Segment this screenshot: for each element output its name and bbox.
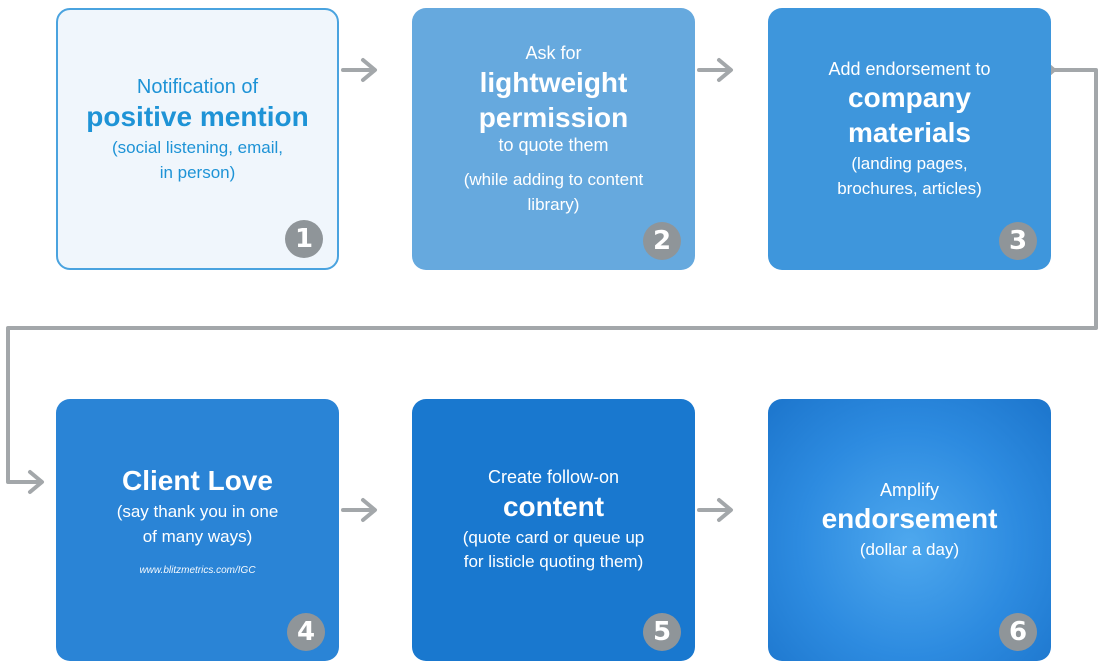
step-1-line1: Notification of xyxy=(136,76,259,99)
step-3-emphasis-1: company xyxy=(848,82,971,114)
step-1-emphasis: positive mention xyxy=(86,101,309,133)
step-5-box: Create follow-on content (quote card or … xyxy=(412,399,695,661)
connector-3-to-4 xyxy=(6,68,1098,494)
arrow-1-to-2 xyxy=(341,58,377,82)
step-3-box: Add endorsement to company materials (la… xyxy=(768,8,1051,270)
step-2-box: Ask for lightweight permission to quote … xyxy=(412,8,695,270)
step-2-emphasis-1: lightweight xyxy=(479,66,628,98)
step-6-box: Amplify endorsement (dollar a day) 6 xyxy=(768,399,1051,661)
arrow-2-to-3 xyxy=(697,58,733,82)
step-6-number-badge: 6 xyxy=(999,613,1037,651)
step-1-box: Notification of positive mention (social… xyxy=(56,8,339,270)
step-6-paren-1: (dollar a day) xyxy=(859,540,960,560)
step-2-emphasis-2: permission xyxy=(478,101,629,133)
step-5-line1: Create follow-on xyxy=(487,467,620,488)
step-4-emphasis: Client Love xyxy=(122,465,273,497)
arrow-4-to-5 xyxy=(341,498,377,522)
step-5-paren-2: for listicle quoting them) xyxy=(463,552,644,572)
step-5-number-badge: 5 xyxy=(643,613,681,651)
step-1-paren-1: (social listening, email, xyxy=(111,138,283,158)
step-2-line1: Ask for xyxy=(525,43,582,64)
step-5-paren-1: (quote card or queue up xyxy=(462,527,645,547)
step-4-paren-2: of many ways) xyxy=(142,526,253,546)
step-4-box: Client Love (say thank you in one of man… xyxy=(56,399,339,661)
step-5-emphasis: content xyxy=(502,490,605,522)
step-2-paren-2: library) xyxy=(527,194,580,214)
arrow-5-to-6 xyxy=(697,498,733,522)
step-1-paren-2: in person) xyxy=(159,162,236,182)
step-4-source-url: www.blitzmetrics.com/IGC xyxy=(139,564,256,576)
step-3-paren-2: brochures, articles) xyxy=(837,178,982,198)
step-3-emphasis-2: materials xyxy=(848,117,971,149)
step-4-number-badge: 4 xyxy=(287,613,325,651)
step-1-number-badge: 1 xyxy=(285,220,323,258)
step-6-emphasis: endorsement xyxy=(821,503,998,535)
step-2-paren-1: (while adding to content xyxy=(463,170,644,190)
step-6-line1: Amplify xyxy=(879,479,939,500)
connector-start-marker xyxy=(1050,64,1057,76)
step-4-paren-1: (say thank you in one xyxy=(116,502,279,522)
step-3-line1: Add endorsement to xyxy=(828,58,991,79)
step-2-line2: to quote them xyxy=(498,134,609,155)
step-3-number-badge: 3 xyxy=(999,222,1037,260)
step-2-number-badge: 2 xyxy=(643,222,681,260)
step-3-paren-1: (landing pages, xyxy=(851,154,968,174)
